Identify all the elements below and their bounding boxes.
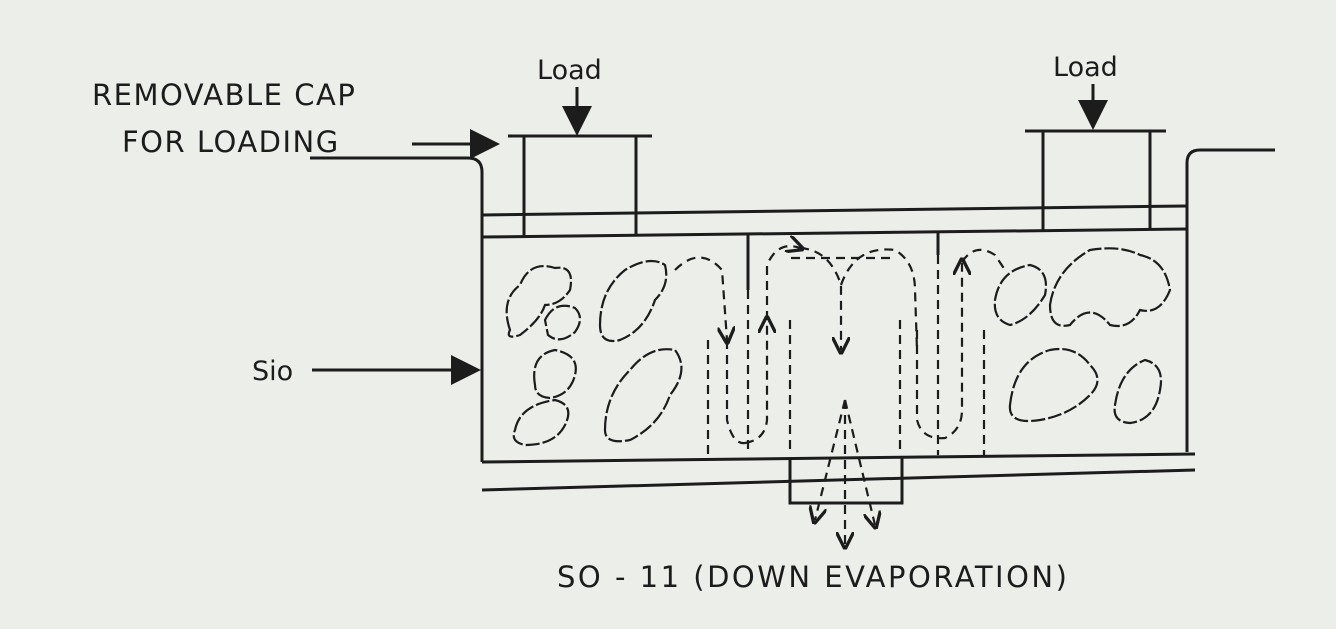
flow-paths [674,246,1006,545]
caption: SO - 11 (DOWN EVAPORATION) [557,560,1069,594]
pit-structure [310,148,1275,492]
loading-cap-left [508,134,652,236]
loading-cap-right [1025,129,1166,230]
cap-label-line2: FOR LOADING [122,125,340,159]
sump [788,456,904,505]
sludge-clouds [505,247,1172,447]
sio-label: Sio [252,356,293,387]
cap-label-line1: REMOVABLE CAP [92,78,356,112]
load-label-left: Load [537,55,602,86]
partitions [706,232,986,460]
load-label-right: Load [1053,52,1118,83]
